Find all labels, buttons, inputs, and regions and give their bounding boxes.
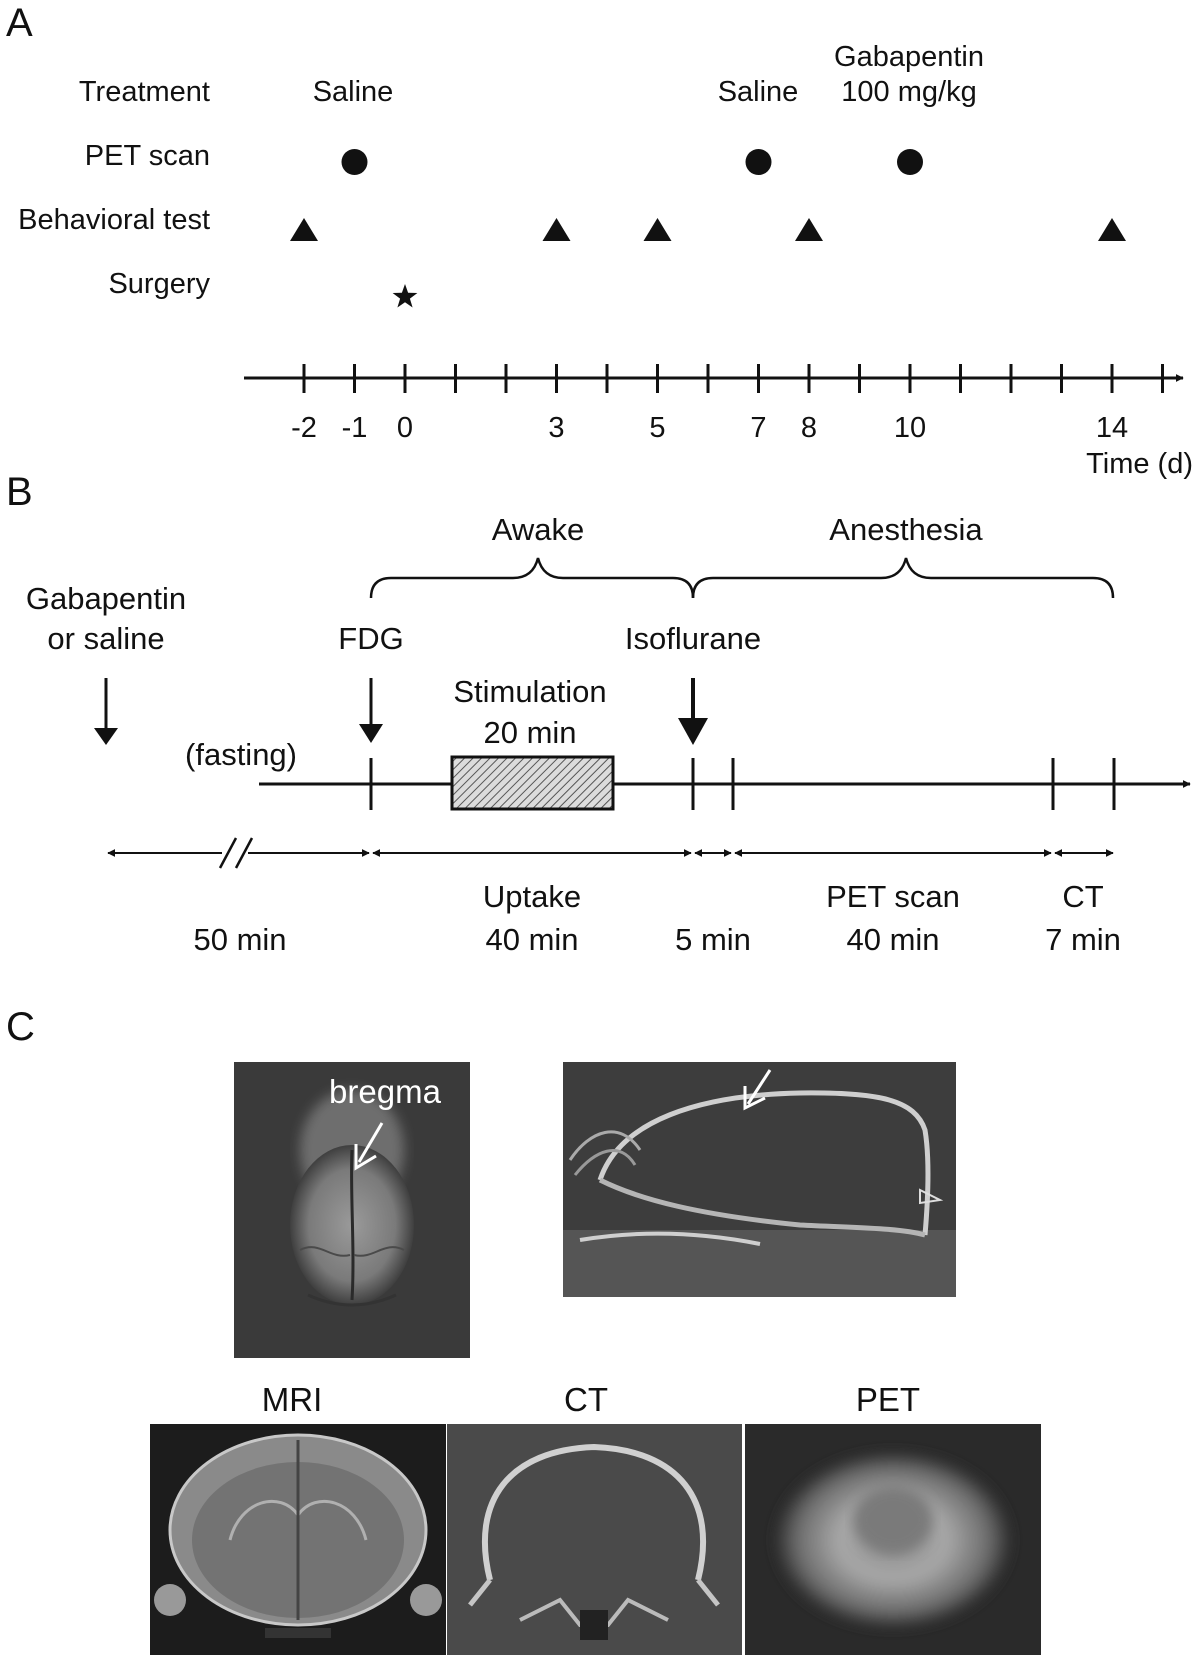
event-fdg: FDG xyxy=(338,621,403,656)
time-axis-tick-labels: -2 -1 0 3 5 7 8 10 14 xyxy=(291,412,1128,444)
pet-scan-markers xyxy=(341,149,923,175)
ct-label: CT xyxy=(1062,879,1103,914)
pet-scan-label: PET scan xyxy=(826,879,960,914)
behavioral-test-triangle xyxy=(542,218,571,241)
time-axis-ticks xyxy=(302,364,1164,393)
treatment-saline-day7: Saline xyxy=(718,76,799,108)
awake-brace xyxy=(369,557,695,599)
mri-dorsal-image: bregma xyxy=(234,1062,470,1358)
behavioral-test-markers xyxy=(290,218,1126,241)
pet-scan-dot xyxy=(897,149,923,175)
axis-tick-label: 0 xyxy=(397,412,413,444)
axis-tick-label: 5 xyxy=(649,412,665,444)
row-label-treatment: Treatment xyxy=(79,76,210,108)
ct-duration: 7 min xyxy=(1045,922,1121,957)
stimulation-duration: 20 min xyxy=(483,715,576,750)
bregma-arrow xyxy=(357,1122,384,1163)
fdg-arrow-head xyxy=(359,724,383,743)
treatment-saline-baseline: Saline xyxy=(313,76,394,108)
panel-label-c: C xyxy=(6,1005,35,1049)
treatment-gabapentin: Gabapentin xyxy=(834,41,984,73)
surgery-markers xyxy=(392,284,418,308)
uptake-duration: 40 min xyxy=(485,922,578,957)
axis-tick-label: 7 xyxy=(750,412,766,444)
surgery-star xyxy=(392,284,418,308)
time-axis-label: Time (d) xyxy=(1086,448,1193,480)
isoflurane-arrow-head xyxy=(678,718,708,745)
axis-tick-label: 14 xyxy=(1096,412,1128,444)
axis-break-mark-2 xyxy=(234,837,254,869)
protocol-ticks xyxy=(369,758,1116,810)
row-label-behavioral-test: Behavioral test xyxy=(18,204,210,236)
event-isoflurane: Isoflurane xyxy=(625,621,761,656)
row-label-surgery: Surgery xyxy=(108,268,210,300)
pet-coronal-image xyxy=(745,1424,1041,1655)
pet-scan-dot xyxy=(341,149,368,175)
pet-label: PET xyxy=(856,1381,920,1418)
treatment-gabapentin-dose: 100 mg/kg xyxy=(841,76,976,108)
anesthesia-brace xyxy=(691,557,1115,599)
stimulation-label: Stimulation xyxy=(453,674,606,709)
behavioral-test-triangle xyxy=(643,218,672,241)
event-gabapentin: Gabapentin xyxy=(26,581,186,616)
behavioral-test-triangle xyxy=(1098,218,1126,241)
gabapentin-arrow-head xyxy=(94,728,118,745)
mri-label: MRI xyxy=(262,1381,323,1418)
axis-tick-label: 8 xyxy=(801,412,817,444)
ct-sagittal-image xyxy=(563,1062,956,1297)
mri-coronal-image xyxy=(150,1424,446,1655)
axis-break-mark-1 xyxy=(218,837,238,869)
axis-tick-label: 10 xyxy=(894,412,926,444)
uptake-label: Uptake xyxy=(483,879,581,914)
brace-label-anesthesia: Anesthesia xyxy=(829,512,983,547)
axis-tick-label: 3 xyxy=(548,412,564,444)
stimulation-box xyxy=(450,755,615,811)
axis-tick-label: -2 xyxy=(291,412,317,444)
pet-scan-duration: 40 min xyxy=(846,922,939,957)
pet-scan-dot xyxy=(745,149,772,175)
panel-label-a: A xyxy=(6,1,33,45)
brace-label-awake: Awake xyxy=(492,512,585,547)
panel-label-b: B xyxy=(6,470,33,514)
transfer-duration: 5 min xyxy=(675,922,751,957)
event-fasting: (fasting) xyxy=(185,737,297,772)
fasting-duration: 50 min xyxy=(193,922,286,957)
row-label-pet-scan: PET scan xyxy=(85,140,210,172)
behavioral-test-triangle xyxy=(795,218,823,241)
bregma-label: bregma xyxy=(329,1073,442,1110)
ct-label-image: CT xyxy=(564,1381,608,1418)
ct-coronal-image xyxy=(447,1424,742,1655)
ct-bregma-arrow xyxy=(746,1069,772,1105)
axis-tick-label: -1 xyxy=(342,412,368,444)
event-gabapentin-or-saline: or saline xyxy=(47,621,164,656)
behavioral-test-triangle xyxy=(290,218,318,241)
